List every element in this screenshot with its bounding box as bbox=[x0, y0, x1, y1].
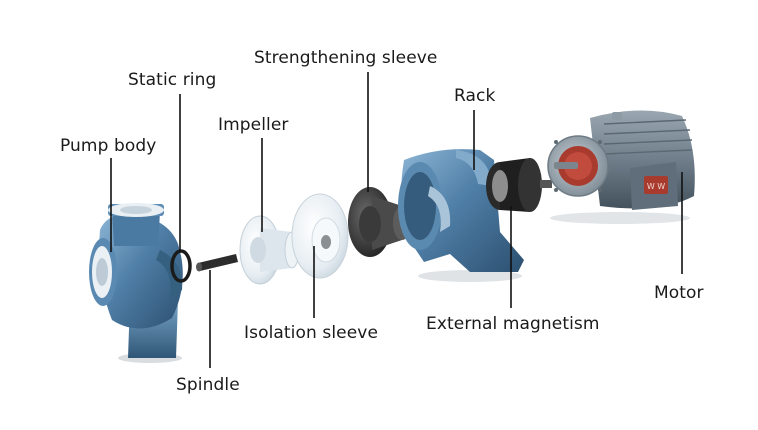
isolation-sleeve-part bbox=[292, 194, 348, 278]
external-magnetism-part bbox=[486, 158, 552, 212]
label-impeller: Impeller bbox=[218, 115, 289, 135]
label-rack: Rack bbox=[454, 86, 495, 106]
motor-part: W W bbox=[548, 110, 695, 224]
motor-badge-text: W W bbox=[647, 182, 665, 191]
impeller-part bbox=[240, 216, 299, 284]
label-motor: Motor bbox=[654, 283, 704, 303]
spindle-part bbox=[196, 254, 238, 272]
label-static-ring: Static ring bbox=[128, 70, 216, 90]
label-pump-body: Pump body bbox=[60, 136, 156, 156]
label-strengthening-sleeve: Strengthening sleeve bbox=[254, 48, 437, 68]
label-spindle: Spindle bbox=[176, 375, 240, 395]
label-external-magnetism: External magnetism bbox=[426, 314, 600, 334]
pump-body-part bbox=[89, 203, 183, 363]
label-isolation-sleeve: Isolation sleeve bbox=[244, 323, 378, 343]
